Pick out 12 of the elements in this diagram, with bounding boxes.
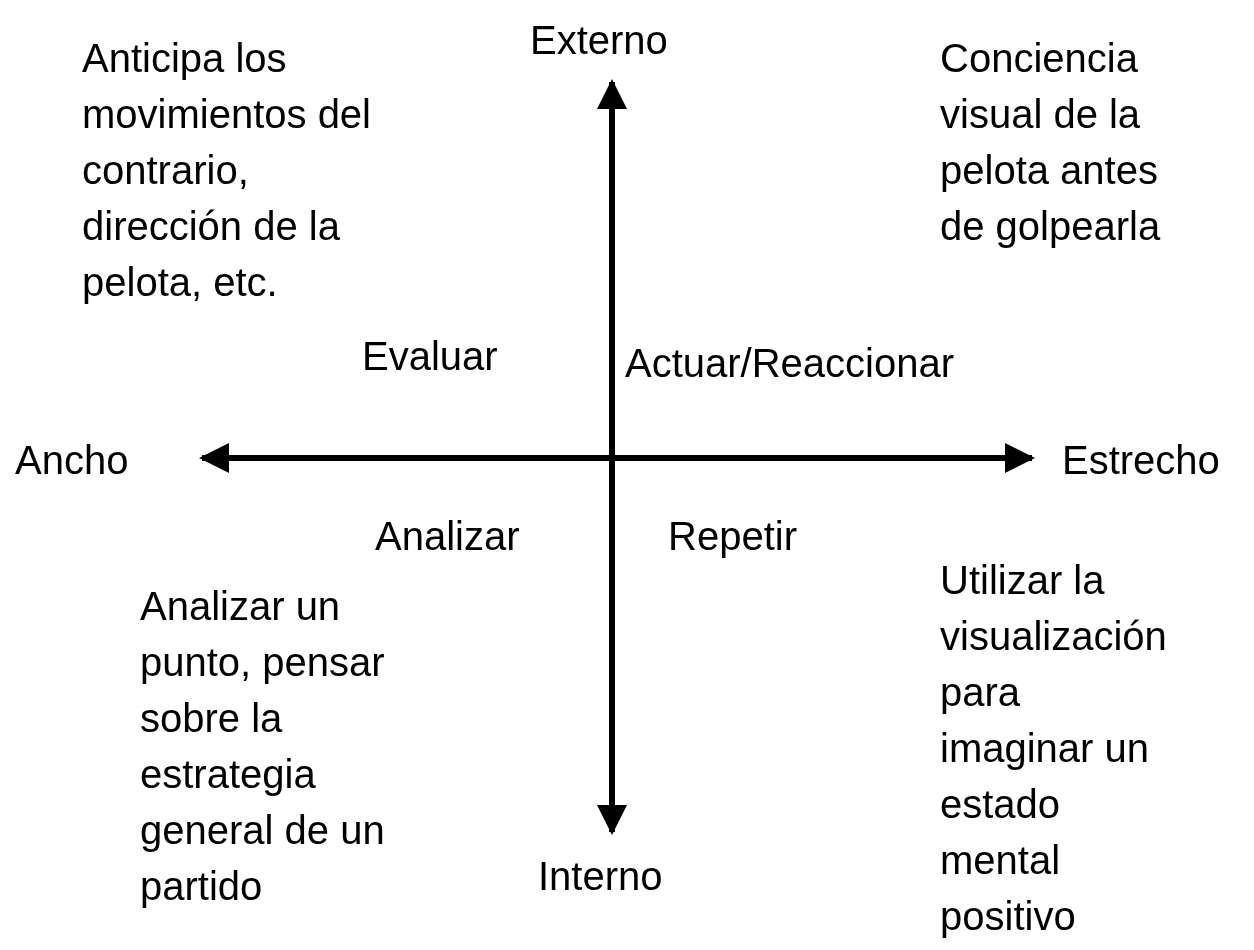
quadrant-description: Conciencia visual de la pelota antes de golpearla xyxy=(940,35,1162,250)
quadrant-label: Analizar xyxy=(375,513,520,560)
quadrant-label: Repetir xyxy=(668,513,797,560)
axis-label: Interno xyxy=(538,853,663,900)
quadrant-label: Evaluar xyxy=(362,333,498,380)
quadrant-description: Analizar un punto, pensar sobre la estrategia general de un partido xyxy=(140,583,386,910)
quadrant-label: Actuar/Reaccionar xyxy=(625,340,955,387)
quadrant-description: Utilizar la visualización para imaginar un estado mental positivo xyxy=(940,557,1168,940)
axis-label: Ancho xyxy=(15,437,129,484)
quadrant-description: Anticipa los movimientos del contrario, dirección de la pelota, etc. xyxy=(82,35,372,306)
axis-label: Externo xyxy=(530,17,668,64)
axis-label: Estrecho xyxy=(1062,437,1220,484)
